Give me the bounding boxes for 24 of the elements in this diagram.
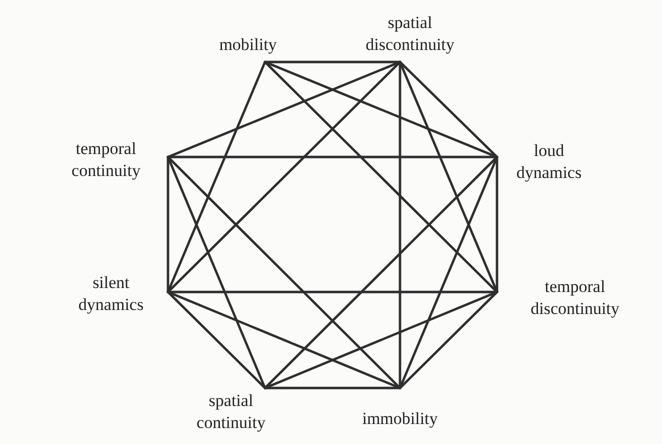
node-label: temporal continuity — [72, 138, 140, 182]
node-label: mobility — [219, 34, 277, 56]
connector-line — [264, 290, 498, 390]
connector-line — [166, 156, 402, 390]
node-label: immobility — [362, 408, 438, 430]
connector-line — [264, 156, 498, 390]
connector-line — [496, 156, 498, 294]
node-label: silent dynamics — [78, 272, 144, 316]
connector-line — [398, 60, 498, 294]
connector-line — [166, 156, 498, 158]
connector-line — [264, 386, 402, 390]
connector-line — [166, 60, 402, 158]
node-label: spatial discontinuity — [366, 12, 454, 56]
connector-line — [166, 290, 266, 390]
node-label: temporal discontinuity — [530, 276, 620, 320]
connector-line — [398, 60, 498, 158]
connector-line — [166, 290, 402, 390]
connector-line — [166, 60, 402, 294]
connector-line — [264, 60, 402, 64]
connector-line — [398, 290, 498, 390]
connector-line — [398, 156, 498, 390]
connector-line — [166, 156, 170, 294]
node-label: loud dynamics — [516, 140, 582, 184]
node-label: spatial continuity — [196, 390, 266, 434]
